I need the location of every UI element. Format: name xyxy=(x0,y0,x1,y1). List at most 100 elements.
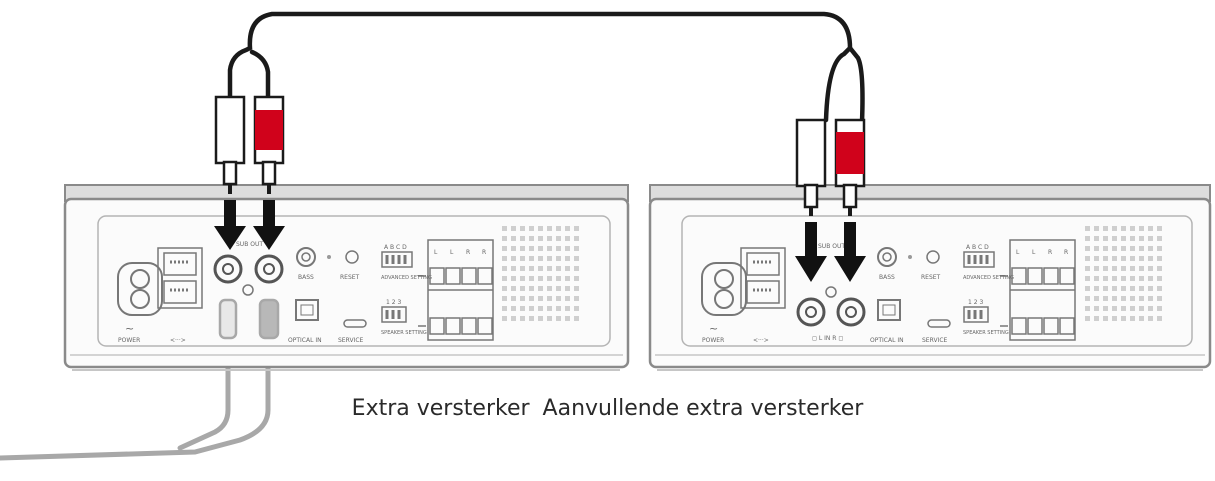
vent-hole xyxy=(520,246,525,251)
vent-hole xyxy=(1094,236,1099,241)
vent-hole xyxy=(1085,296,1090,301)
vent-hole xyxy=(565,306,570,311)
vent-hole xyxy=(1130,246,1135,251)
rca-plug-white-right xyxy=(795,118,827,216)
vent-hole xyxy=(1121,256,1126,261)
vent-hole xyxy=(565,226,570,231)
grey-input-cable xyxy=(0,327,271,461)
vent-hole xyxy=(1157,236,1162,241)
vent-hole xyxy=(556,276,561,281)
channel-L-2: L xyxy=(1032,249,1036,256)
vent-hole xyxy=(520,306,525,311)
vent-hole xyxy=(1085,246,1090,251)
vent-hole xyxy=(565,316,570,321)
vent-hole xyxy=(1130,306,1135,311)
vent-hole xyxy=(511,256,516,261)
vent-hole xyxy=(565,236,570,241)
vent-hole xyxy=(1157,316,1162,321)
vent-hole xyxy=(511,286,516,291)
vent-hole xyxy=(1112,296,1117,301)
vent-hole xyxy=(1130,236,1135,241)
vent-hole xyxy=(547,246,552,251)
rca-plug-red-left xyxy=(253,95,285,194)
svg-text:~: ~ xyxy=(125,322,134,335)
vent-hole xyxy=(1103,246,1108,251)
vent-hole xyxy=(529,316,534,321)
rca-plug-red-right xyxy=(834,118,866,216)
vent-hole xyxy=(547,256,552,261)
grey-plugs xyxy=(218,298,280,340)
svg-text:~: ~ xyxy=(709,322,718,335)
vent-hole xyxy=(1121,296,1126,301)
vent-hole xyxy=(1094,276,1099,281)
vent-hole xyxy=(574,266,579,271)
vent-hole xyxy=(529,296,534,301)
vent-hole xyxy=(1139,246,1144,251)
sub-out-label: SUB OUT xyxy=(236,241,263,248)
vent-hole xyxy=(565,246,570,251)
vent-hole xyxy=(547,316,552,321)
arrow-down-icon xyxy=(214,200,246,250)
vent-hole xyxy=(1112,316,1117,321)
vent-hole xyxy=(538,296,543,301)
vent-hole xyxy=(538,276,543,281)
vent-hole xyxy=(1094,306,1099,311)
vent-hole xyxy=(1148,256,1153,261)
rca-cable xyxy=(227,11,865,125)
vent-hole xyxy=(556,296,561,301)
vent-hole xyxy=(520,316,525,321)
vent-hole xyxy=(502,296,507,301)
vent-hole xyxy=(1157,306,1162,311)
vent-hole xyxy=(538,226,543,231)
vent-hole xyxy=(1085,266,1090,271)
vent-hole xyxy=(1094,266,1099,271)
vent-hole xyxy=(1130,286,1135,291)
vent-hole xyxy=(1103,296,1108,301)
vent-hole xyxy=(1094,246,1099,251)
vent-hole xyxy=(1139,296,1144,301)
vent-hole xyxy=(511,306,516,311)
vent-hole xyxy=(556,286,561,291)
vent-hole xyxy=(1085,286,1090,291)
switch-numbers-label: 1 2 3 xyxy=(968,299,983,306)
vent-hole xyxy=(1130,266,1135,271)
vent-hole xyxy=(1139,256,1144,261)
power-socket xyxy=(117,262,163,316)
vent-hole xyxy=(1130,226,1135,231)
channel-R-2: R xyxy=(1064,249,1068,256)
ethernet-ports xyxy=(157,247,203,309)
vent-hole xyxy=(547,306,552,311)
ethernet-ports xyxy=(740,247,786,309)
vent-hole xyxy=(1094,296,1099,301)
channel-R-1: R xyxy=(1048,249,1052,256)
vent-hole xyxy=(1103,256,1108,261)
bass-label: BASS xyxy=(879,274,895,281)
vent-hole xyxy=(547,296,552,301)
vent-hole xyxy=(529,286,534,291)
power-label: POWER xyxy=(118,337,140,344)
vent-hole xyxy=(520,256,525,261)
vent-hole xyxy=(520,266,525,271)
channel-R-1: R xyxy=(466,249,470,256)
vent-hole xyxy=(1148,306,1153,311)
vent-hole xyxy=(529,226,534,231)
vent-hole xyxy=(1139,306,1144,311)
vent-hole xyxy=(502,316,507,321)
sub-in-jacks xyxy=(796,286,866,327)
speaker-settings-label: SPEAKER SETTING xyxy=(963,330,1009,336)
vent-hole xyxy=(1139,276,1144,281)
speaker-terminals xyxy=(418,239,494,341)
reset-label: RESET xyxy=(340,274,360,281)
vent-hole xyxy=(565,286,570,291)
arrow-down-icon xyxy=(834,222,866,282)
vent-hole xyxy=(1157,296,1162,301)
vent-hole xyxy=(1112,286,1117,291)
vent-hole xyxy=(502,266,507,271)
vent-hole xyxy=(511,226,516,231)
vent-hole xyxy=(547,276,552,281)
vent-hole xyxy=(1112,246,1117,251)
vent-hole xyxy=(1112,276,1117,281)
vent-hole xyxy=(538,306,543,311)
vent-hole xyxy=(1085,276,1090,281)
